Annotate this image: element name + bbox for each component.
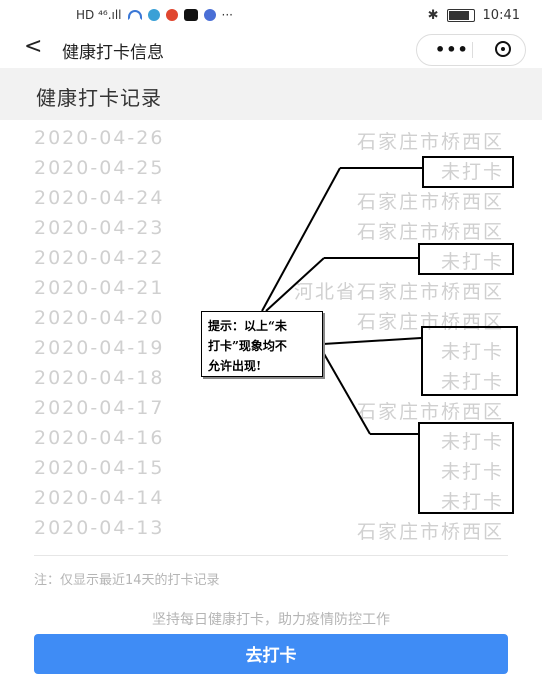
status-bar: HD ⁴⁶.ıll ··· ✱ 10:41 xyxy=(0,0,542,32)
status-right: ✱ 10:41 xyxy=(428,8,520,23)
list-item: 2020-04-19 未打卡 xyxy=(0,337,542,367)
record-date: 2020-04-21 xyxy=(34,277,165,299)
target-icon[interactable] xyxy=(495,41,511,57)
slogan-text: 坚持每日健康打卡，助力疫情防控工作 xyxy=(152,612,390,628)
record-date: 2020-04-22 xyxy=(34,247,165,269)
list-item: 2020-04-18 未打卡 xyxy=(0,367,542,397)
record-date: 2020-04-14 xyxy=(34,487,165,509)
record-date: 2020-04-20 xyxy=(34,307,165,329)
record-location: 石家庄市桥西区 xyxy=(356,191,504,213)
record-location: 未打卡 xyxy=(440,491,504,513)
list-item: 2020-04-22 未打卡 xyxy=(0,247,542,277)
record-location: 未打卡 xyxy=(440,161,504,183)
record-location: 石家庄市桥西区 xyxy=(356,401,504,423)
page-title: 健康打卡信息 xyxy=(62,43,164,63)
list-item: 2020-04-13 石家庄市桥西区 xyxy=(0,517,542,547)
record-date: 2020-04-15 xyxy=(34,457,165,479)
records-note: 注：仅显示最近14天的打卡记录 xyxy=(34,573,220,588)
more-icon[interactable]: ••• xyxy=(435,40,469,59)
capsule-divider xyxy=(472,42,473,58)
record-location: 河北省石家庄市桥西区 xyxy=(293,281,504,303)
status-time: 10:41 xyxy=(482,8,520,23)
record-date: 2020-04-23 xyxy=(34,217,165,239)
record-location: 未打卡 xyxy=(440,431,504,453)
record-date: 2020-04-13 xyxy=(34,517,165,539)
record-date: 2020-04-18 xyxy=(34,367,165,389)
battery-icon xyxy=(446,9,475,22)
weibo-icon xyxy=(147,9,160,21)
annotation-callout: 提示：以上“未 打卡”现象均不 允许出现! xyxy=(201,311,323,377)
record-location: 未打卡 xyxy=(440,341,504,363)
divider xyxy=(34,555,508,556)
annotation-line-2: 打卡”现象均不 xyxy=(208,339,287,353)
wifi-icon xyxy=(127,10,142,20)
highlight-box-1 xyxy=(422,156,514,188)
list-item: 2020-04-25 未打卡 xyxy=(0,157,542,187)
list-item: 2020-04-21 河北省石家庄市桥西区 xyxy=(0,277,542,307)
record-date: 2020-04-16 xyxy=(34,427,165,449)
signal-indicator: HD ⁴⁶.ıll xyxy=(76,8,122,22)
highlight-box-4 xyxy=(418,422,514,514)
nav-bar: < 健康打卡信息 ••• xyxy=(0,32,542,66)
list-item: 2020-04-16 未打卡 xyxy=(0,427,542,457)
record-date: 2020-04-24 xyxy=(34,187,165,209)
record-location: 石家庄市桥西区 xyxy=(356,131,504,153)
record-date: 2020-04-19 xyxy=(34,337,165,359)
highlight-box-2 xyxy=(418,243,514,275)
section-title: 健康打卡记录 xyxy=(36,86,162,110)
chevron-left-icon[interactable]: < xyxy=(24,34,43,59)
annotation-line-3: 允许出现! xyxy=(208,359,262,373)
record-date: 2020-04-26 xyxy=(34,127,165,149)
checkin-button[interactable]: 去打卡 xyxy=(34,634,508,674)
signal-slash-icon xyxy=(165,9,178,21)
app-icon xyxy=(203,9,216,21)
douyin-icon xyxy=(183,9,198,21)
section-header: 健康打卡记录 xyxy=(0,68,542,120)
record-location: 石家庄市桥西区 xyxy=(356,221,504,243)
annotation-line-1: 提示：以上“未 xyxy=(208,319,287,333)
bluetooth-icon: ✱ xyxy=(427,8,439,23)
list-item: 2020-04-24 石家庄市桥西区 xyxy=(0,187,542,217)
status-left: HD ⁴⁶.ıll ··· xyxy=(76,8,233,22)
list-item: 2020-04-23 石家庄市桥西区 xyxy=(0,217,542,247)
list-item: 2020-04-15 未打卡 xyxy=(0,457,542,487)
record-date: 2020-04-17 xyxy=(34,397,165,419)
list-item: 2020-04-14 未打卡 xyxy=(0,487,542,517)
record-location: 未打卡 xyxy=(440,461,504,483)
mini-program-capsule: ••• xyxy=(416,34,526,66)
record-location: 石家庄市桥西区 xyxy=(356,521,504,543)
record-date: 2020-04-25 xyxy=(34,157,165,179)
list-item: 2020-04-26 石家庄市桥西区 xyxy=(0,127,542,157)
record-location: 未打卡 xyxy=(440,251,504,273)
record-location: 未打卡 xyxy=(440,371,504,393)
list-item: 2020-04-17 石家庄市桥西区 xyxy=(0,397,542,427)
highlight-box-3 xyxy=(421,326,518,396)
more-notifications-icon: ··· xyxy=(221,8,233,22)
